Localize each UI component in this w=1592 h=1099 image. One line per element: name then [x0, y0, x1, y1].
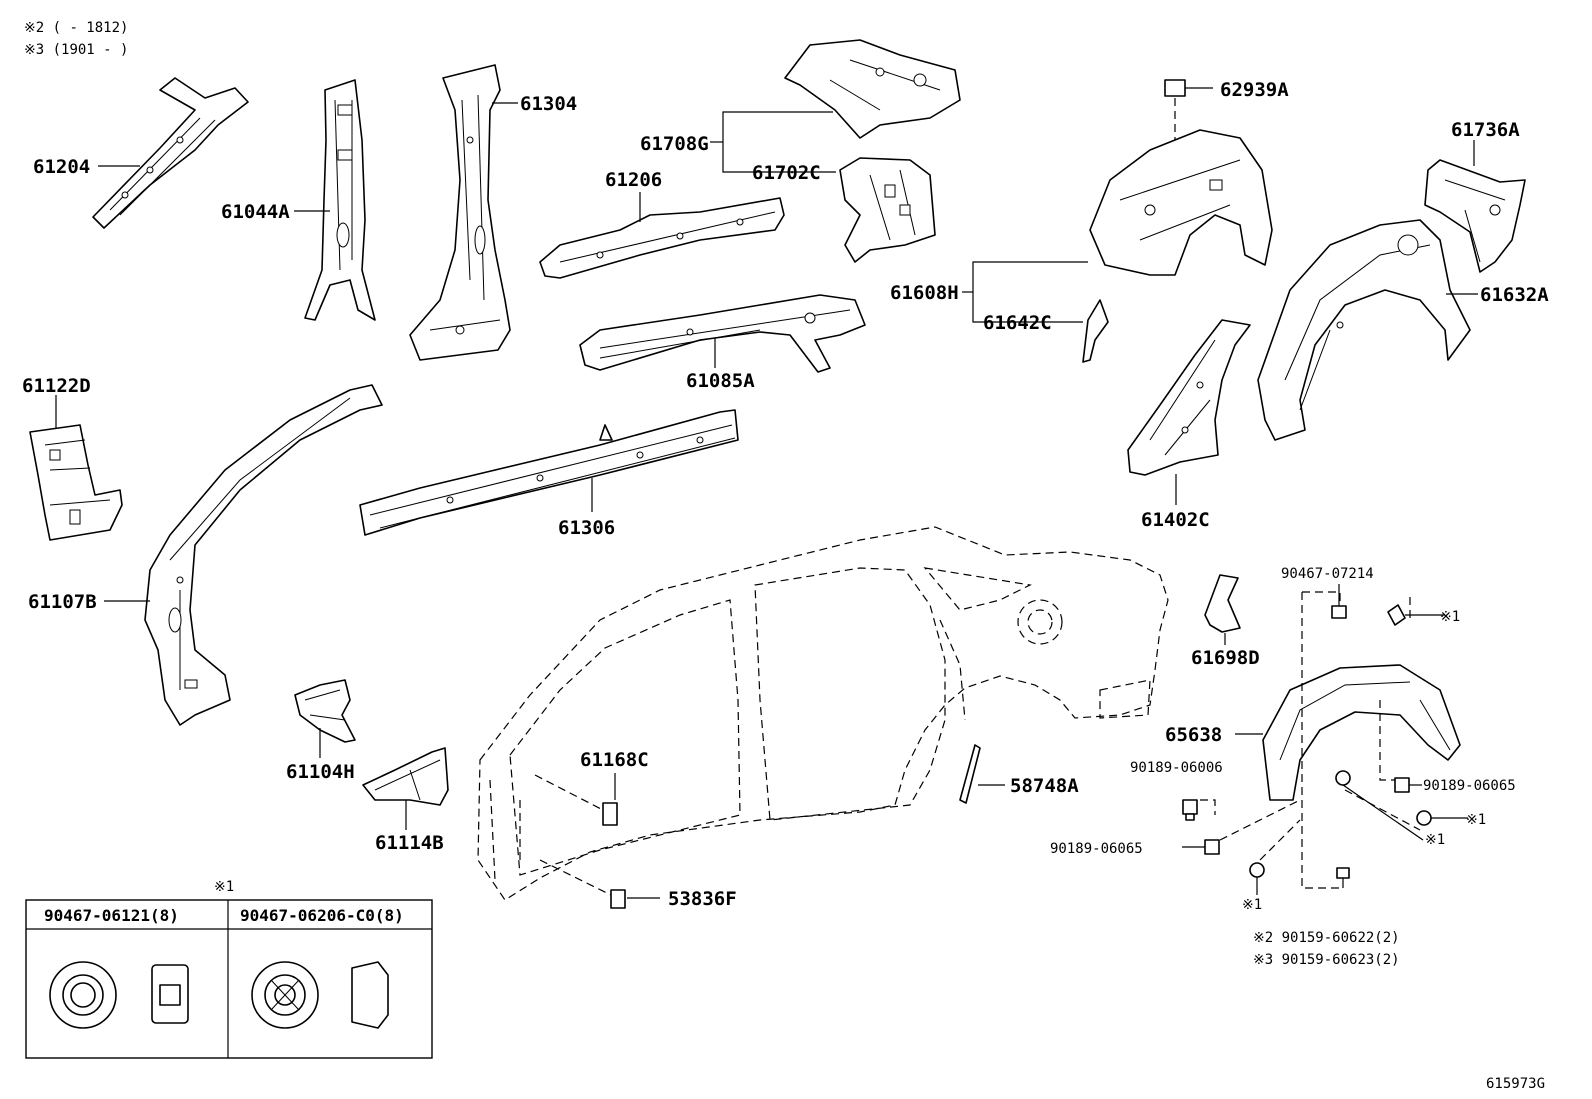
part-62939A-drawing: [1164, 79, 1186, 97]
fastener-nut-mid: [1335, 770, 1351, 786]
part-61122D-drawing: [29, 424, 123, 541]
part-65638-drawing: [1262, 664, 1461, 801]
nut-90467-06206-C0-side-view: [351, 961, 389, 1029]
fastener-table: ※1 90467-06121(8) 90467-06206-C0(8): [25, 879, 433, 1059]
label-62939A: 62939A: [1220, 79, 1289, 101]
fastener-90189-06065-right: [1394, 777, 1410, 793]
label-61708G: 61708G: [640, 133, 709, 155]
label-61044A: 61044A: [221, 201, 290, 223]
fastener-nut-right: [1416, 810, 1432, 826]
mark-1-bottom: ※1: [1242, 897, 1262, 913]
part-61304-drawing: [409, 64, 511, 361]
label-90159-60623: ※3 90159-60623(2): [1253, 952, 1400, 968]
nut-90467-06121-side-view: [151, 964, 189, 1024]
fastener-90189-06006: [1182, 799, 1198, 821]
part-61114B-drawing: [362, 747, 449, 806]
mark-1-mid: ※1: [1425, 832, 1445, 848]
label-61206: 61206: [605, 169, 662, 191]
part-61402C-drawing: [1127, 319, 1251, 476]
diagram-id: 615973G: [1486, 1076, 1545, 1092]
part-61698D-drawing: [1204, 574, 1241, 633]
mark-1-right: ※1: [1466, 812, 1486, 828]
fastener-90159: [1336, 867, 1350, 888]
label-90189-06065-right: 90189-06065: [1423, 778, 1516, 794]
label-61306: 61306: [558, 517, 615, 539]
label-61204: 61204: [33, 156, 90, 178]
part-61044A-drawing: [304, 79, 376, 321]
note-3: ※3 (1901 - ): [24, 42, 128, 58]
fastener-90189-06065-left: [1204, 839, 1220, 855]
table-header-90467-06121: 90467-06121(8): [44, 906, 179, 925]
part-61104H-drawing: [294, 679, 356, 743]
body-side-outline: [477, 526, 1169, 901]
fastener-90467-07214: [1331, 598, 1347, 619]
nut-90467-06206-C0-top-view: [251, 961, 319, 1029]
part-58748A-drawing: [959, 744, 981, 804]
part-61702C-drawing: [839, 157, 936, 263]
label-90189-06065-left: 90189-06065: [1050, 841, 1143, 857]
label-61642C: 61642C: [983, 312, 1052, 334]
label-90467-07214: 90467-07214: [1281, 566, 1374, 582]
label-61736A: 61736A: [1451, 119, 1520, 141]
part-61642C-drawing: [1082, 299, 1109, 363]
part-61306-drawing: [359, 409, 739, 536]
part-61204-drawing: [92, 77, 249, 229]
part-61107B-drawing: [144, 384, 383, 726]
note-2: ※2 ( - 1812): [24, 20, 128, 36]
fastener-guides: [1200, 591, 1421, 889]
mark-1-top: ※1: [1440, 609, 1460, 625]
label-61702C: 61702C: [752, 162, 821, 184]
label-61107B: 61107B: [28, 591, 97, 613]
label-61122D: 61122D: [22, 375, 91, 397]
leader-61708G-61702C: [722, 111, 836, 173]
fastener-clip-top: [1387, 604, 1406, 626]
part-61736A-drawing: [1424, 159, 1526, 273]
part-61206-drawing: [539, 197, 785, 279]
part-61632A-drawing: [1257, 219, 1471, 441]
label-61104H: 61104H: [286, 761, 355, 783]
label-61114B: 61114B: [375, 832, 444, 854]
label-61085A: 61085A: [686, 370, 755, 392]
part-61708G-drawing: [784, 39, 961, 139]
part-61608H-drawing: [1089, 129, 1273, 276]
label-61402C: 61402C: [1141, 509, 1210, 531]
leader-61608H-61642C: [972, 261, 1088, 323]
table-header-90467-06206-C0: 90467-06206-C0(8): [240, 906, 404, 925]
part-61085A-drawing: [579, 294, 866, 373]
part-61168C-drawing: [602, 802, 618, 826]
label-90159-60622: ※2 90159-60622(2): [1253, 930, 1400, 946]
fastener-nut-low: [1249, 862, 1265, 878]
part-53836F-drawing: [610, 889, 626, 909]
label-58748A: 58748A: [1010, 775, 1079, 797]
label-61168C: 61168C: [580, 749, 649, 771]
label-53836F: 53836F: [668, 888, 737, 910]
label-61632A: 61632A: [1480, 284, 1549, 306]
label-90189-06006: 90189-06006: [1130, 760, 1223, 776]
label-65638: 65638: [1165, 724, 1222, 746]
label-61304: 61304: [520, 93, 577, 115]
table-mark: ※1: [214, 879, 234, 895]
label-61698D: 61698D: [1191, 647, 1260, 669]
label-61608H: 61608H: [890, 282, 959, 304]
nut-90467-06121-top-view: [49, 961, 117, 1029]
